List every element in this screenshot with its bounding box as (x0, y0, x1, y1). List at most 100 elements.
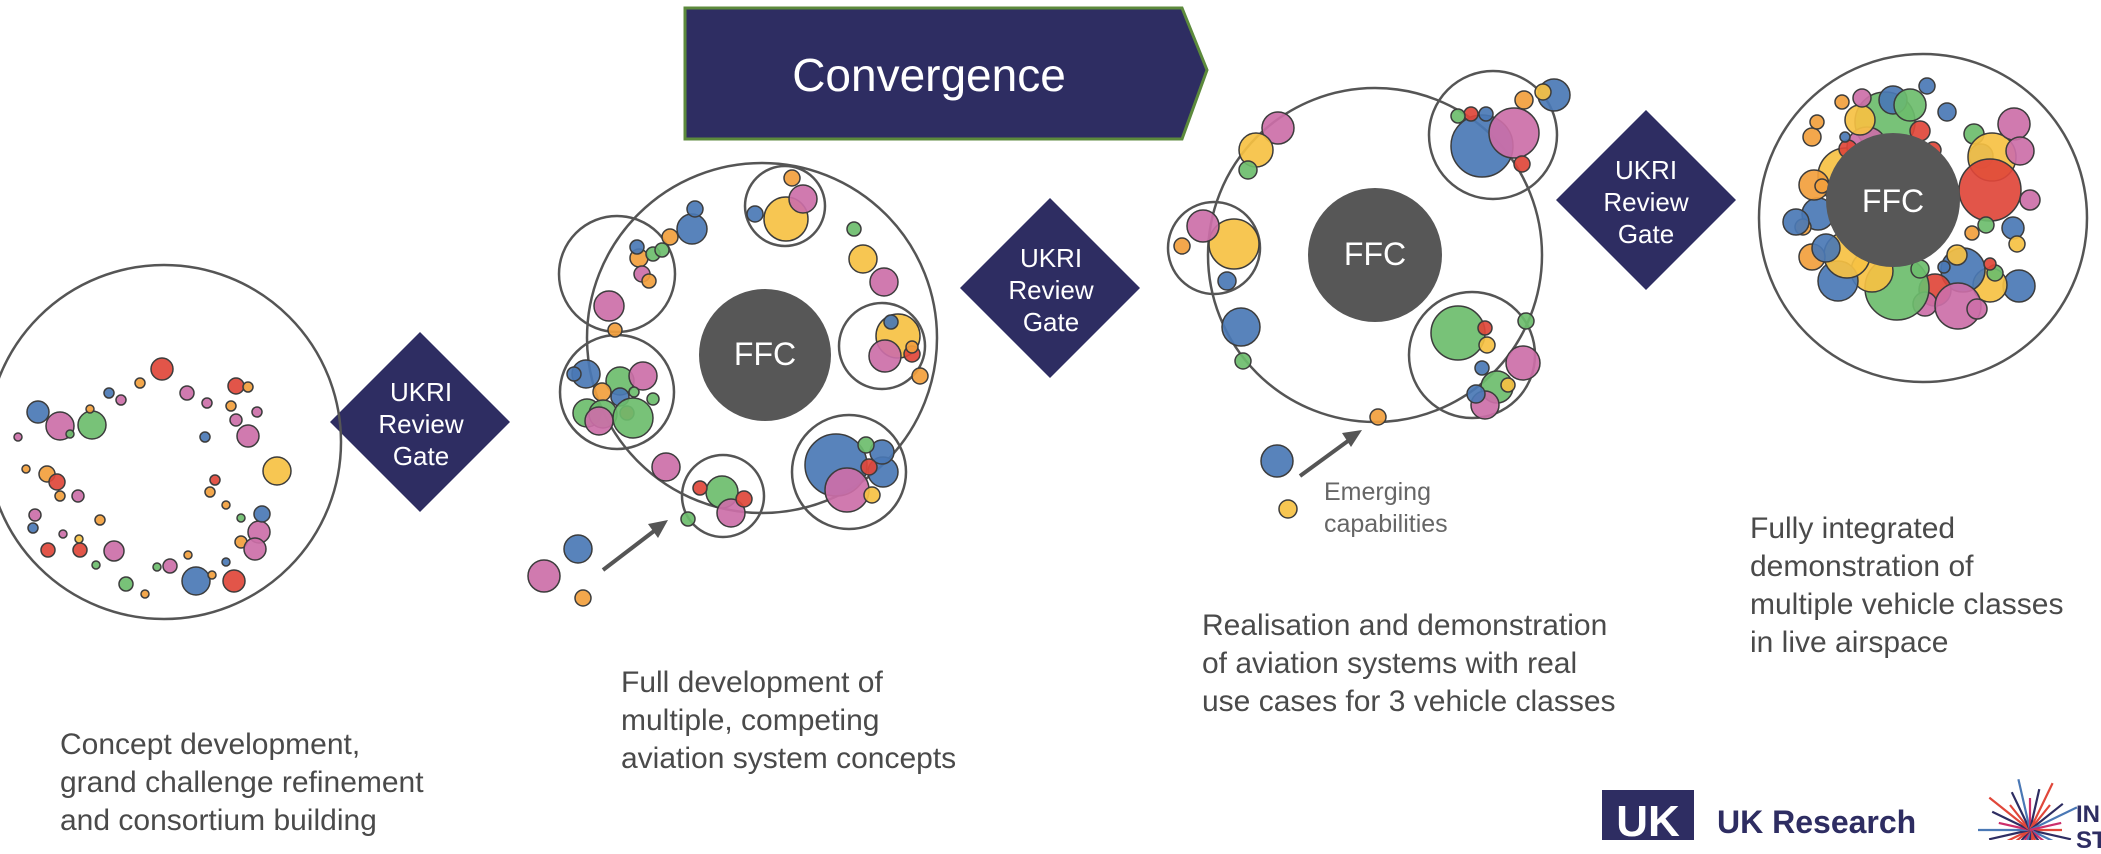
pink-bubble (1261, 111, 1295, 145)
green-bubble (152, 562, 162, 572)
blue-bubble (1918, 77, 1936, 95)
blue-bubble (883, 314, 899, 330)
pink-bubble (2005, 136, 2035, 166)
review-gate-diamond-1 (330, 332, 510, 512)
orange-bubble (641, 273, 657, 289)
pink-bubble (236, 424, 260, 448)
yellow-bubble (848, 244, 878, 274)
starburst-ray (2029, 806, 2078, 831)
pink-bubble (788, 184, 818, 214)
orange-bubble (1834, 94, 1850, 110)
starburst-ray (2006, 829, 2031, 840)
red-bubble (735, 490, 753, 508)
yellow-bubble (863, 486, 881, 504)
starburst-ray (2009, 804, 2031, 831)
pink-bubble (527, 559, 561, 593)
blue-bubble (27, 522, 39, 534)
starburst-ray (2029, 829, 2045, 840)
blue-bubble (563, 534, 593, 564)
blue-bubble (1217, 271, 1237, 291)
cluster-ring (1427, 69, 1559, 201)
orange-bubble (140, 589, 150, 599)
pink-bubble (584, 406, 614, 436)
cluster-ring (1166, 200, 1262, 296)
pink-bubble (1505, 345, 1541, 381)
ffc-label-3: FFC (1861, 183, 1925, 219)
blue-bubble (221, 557, 231, 567)
review-gate-diamond-2 (960, 198, 1140, 378)
pink-bubble (868, 339, 902, 373)
pink-bubble (2019, 189, 2041, 211)
starburst-ray (2026, 829, 2032, 840)
orange-bubble (911, 367, 929, 385)
green-bubble (1430, 305, 1486, 361)
red-bubble (72, 542, 88, 558)
pink-bubble (824, 467, 870, 513)
yellow-bubble (2008, 235, 2026, 253)
convergence-label: Convergence (792, 49, 1066, 101)
red-bubble (227, 377, 245, 395)
emerging-capabilities-label: Emerging capabilities (1324, 478, 1448, 538)
starburst-ray (2029, 829, 2040, 840)
green-bubble (1234, 352, 1252, 370)
blue-bubble (26, 400, 50, 424)
red-bubble (1463, 106, 1479, 122)
ukri-logo-mark: UK (1616, 797, 1680, 840)
yellow-bubble (1208, 218, 1260, 270)
review-gate-2-label: UKRI Review Gate (1008, 243, 1094, 337)
starburst-ray (2028, 788, 2041, 831)
starburst-ray (2029, 804, 2051, 831)
pink-bubble (13, 432, 23, 442)
review-gate-diamond-3 (1556, 110, 1736, 290)
green-bubble (680, 511, 696, 527)
stage-4-ring (1757, 52, 2089, 384)
stage-3-caption: Realisation and demonstration of aviatio… (1202, 609, 1616, 718)
ukri-logo: UK (1602, 790, 1694, 840)
blue-bubble (103, 387, 115, 399)
red-bubble (1958, 158, 2022, 222)
orange-bubble (607, 322, 623, 338)
innovate-logo-starburst (1978, 779, 2078, 840)
orange-bubble (1369, 408, 1387, 426)
ffc-disc-2 (1308, 188, 1442, 322)
red-bubble (692, 480, 708, 496)
pink-bubble (1186, 209, 1220, 243)
starburst-ray (1998, 821, 2031, 832)
yellow-bubble (1478, 336, 1496, 354)
red-bubble (1983, 257, 1997, 271)
pink-bubble (1997, 107, 2031, 141)
orange-bubble (134, 377, 146, 389)
pink-bubble (251, 406, 263, 418)
orange-bubble (1802, 127, 1822, 147)
blue-bubble (1474, 360, 1490, 376)
pink-bubble (71, 489, 85, 503)
blue-bubble (1937, 102, 1957, 122)
emerging-arrow (1298, 430, 1362, 478)
blue-bubble (2001, 216, 2025, 240)
review-gate-1-label: UKRI Review Gate (378, 377, 464, 471)
pink-bubble (716, 498, 746, 528)
cluster-ring (680, 453, 766, 539)
green-bubble (91, 560, 101, 570)
yellow-bubble (1500, 377, 1516, 393)
cluster-ring (790, 413, 908, 531)
review-gate-3-label: UKRI Review Gate (1603, 155, 1689, 249)
pink-bubble (115, 394, 127, 406)
pink-bubble (179, 385, 195, 401)
orange-bubble (54, 490, 66, 502)
yellow-bubble (74, 534, 84, 544)
cluster-ring (743, 164, 827, 248)
red-bubble (860, 458, 878, 476)
starburst-ray (2028, 829, 2034, 840)
orange-bubble (574, 589, 592, 607)
red-bubble (150, 357, 174, 381)
green-bubble (1238, 160, 1258, 180)
pink-bubble (1966, 298, 1988, 320)
pink-bubble (628, 361, 658, 391)
green-bubble (118, 576, 134, 592)
yellow-bubble (1534, 83, 1552, 101)
pink-bubble (162, 558, 178, 574)
starburst-ray (2010, 791, 2031, 831)
starburst-ray (1991, 810, 2031, 831)
